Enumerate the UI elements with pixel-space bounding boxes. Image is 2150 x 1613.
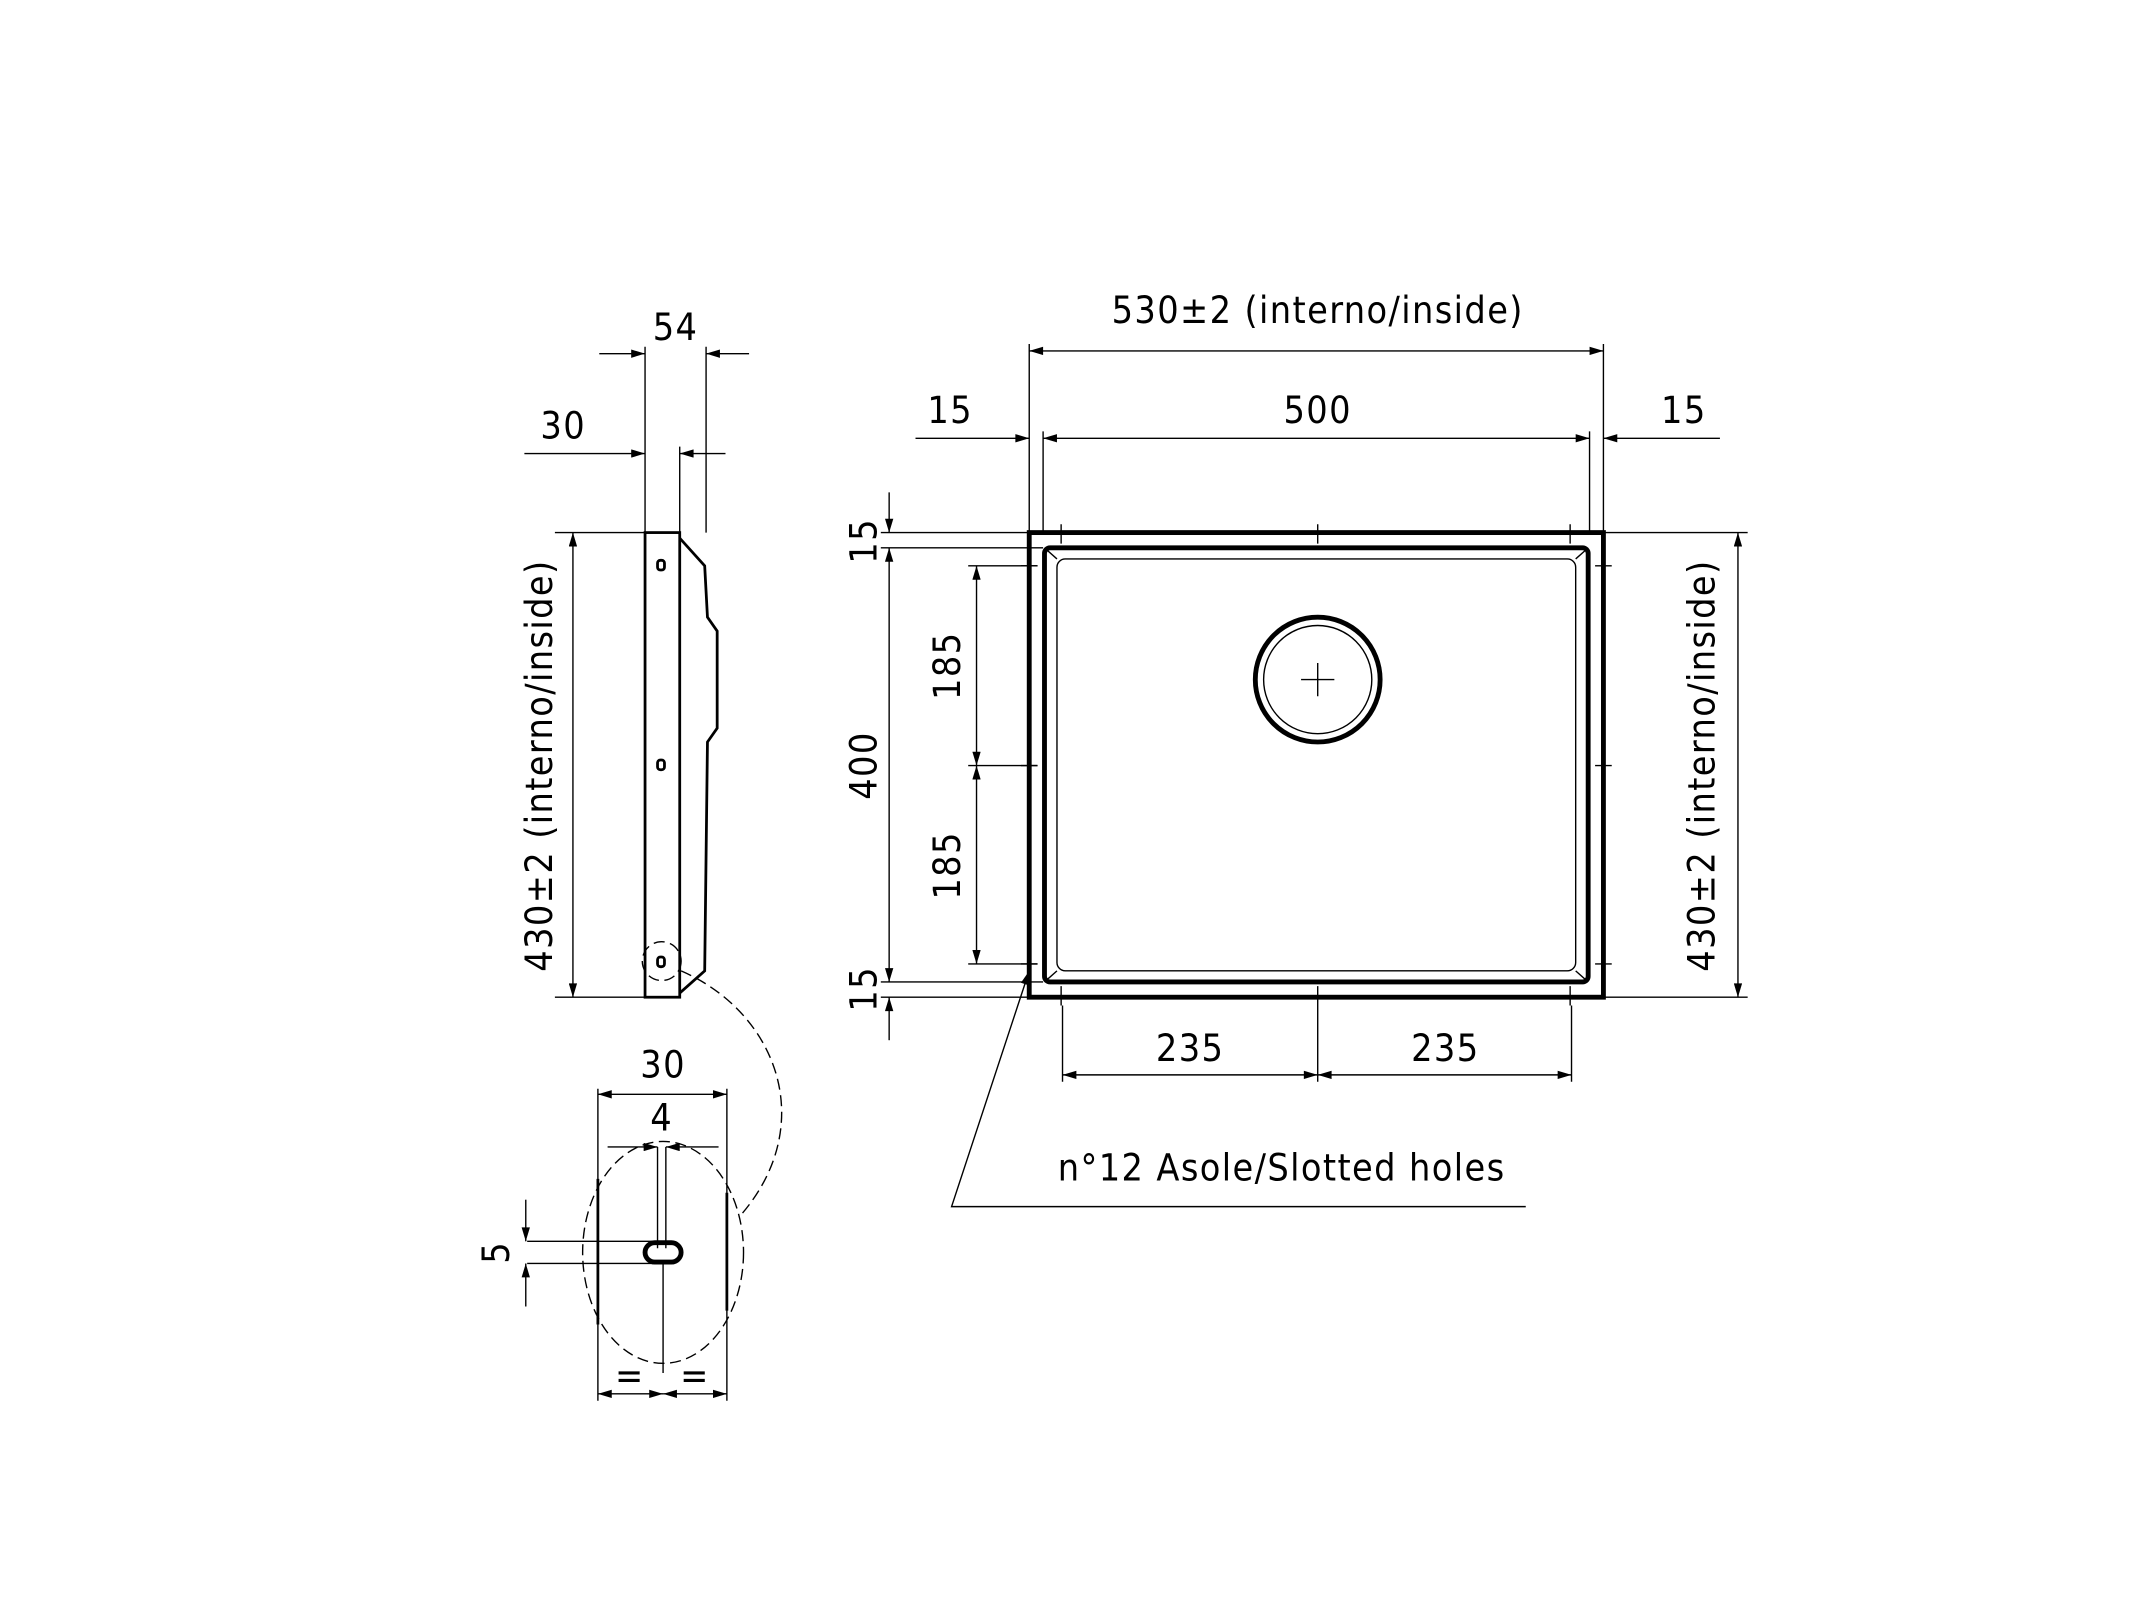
drain-hole [1252, 614, 1383, 745]
dim-5-label: 5 [474, 1241, 518, 1264]
dim-30-side-label: 30 [540, 403, 586, 447]
slot-hole [642, 1240, 684, 1265]
dim-4-label: 4 [650, 1095, 673, 1139]
side-flange [643, 531, 682, 999]
dim-185-upper-label: 185 [925, 632, 969, 700]
dim-15-left-label: 15 [927, 388, 973, 432]
dim-15-right-label: 15 [1661, 388, 1707, 432]
dim-400-label: 400 [842, 731, 886, 799]
dim-430-left-label: 430±2 (interno/inside) [517, 559, 561, 971]
slot-marks [1020, 524, 1612, 1006]
slotted-holes-note: n°12 Asole/Slotted holes [1058, 1145, 1506, 1189]
side-profile [678, 537, 719, 995]
equal-left-label: = [615, 1353, 645, 1397]
sink-bowl-outline [1056, 558, 1577, 972]
dim-530-label: 530±2 (interno/inside) [1112, 288, 1524, 332]
dim-235-right-label: 235 [1411, 1026, 1479, 1070]
sink-side-view: 54 30 430±2 (interno/inside) [517, 305, 783, 1215]
dim-185-lower-label: 185 [925, 831, 969, 899]
dim-430-right-label: 430±2 (interno/inside) [1679, 559, 1723, 971]
dim-54-label: 54 [653, 305, 699, 349]
dim-235-left-label: 235 [1156, 1026, 1224, 1070]
dim-30-detail-label: 30 [640, 1043, 686, 1087]
dim-15-bottom-label: 15 [842, 966, 886, 1012]
dim-15-top-label: 15 [842, 518, 886, 564]
equal-right-label: = [680, 1353, 710, 1397]
dim-500-label: 500 [1283, 388, 1351, 432]
sink-outer-outline [1026, 530, 1606, 1000]
sink-top-view: 530±2 (interno/inside) 500 15 15 15 400 … [842, 288, 1748, 1208]
sink-flange-outline [1042, 545, 1591, 985]
slot-detail-view: 30 4 5 = = [474, 1043, 745, 1401]
